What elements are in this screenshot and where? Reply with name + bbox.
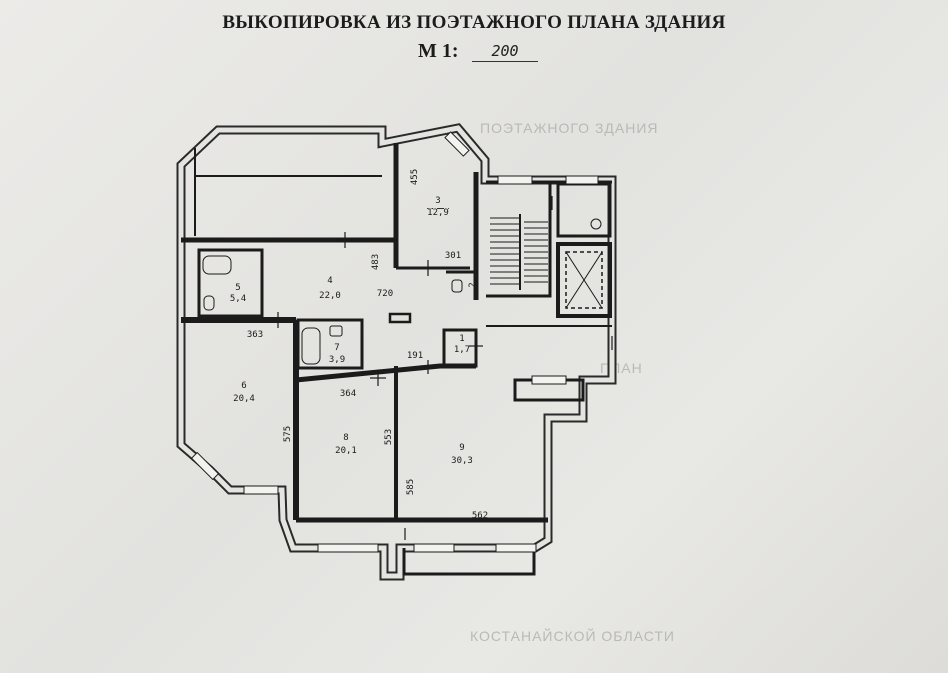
room-7-number: 7	[334, 343, 339, 353]
dimension-301: 301	[445, 251, 461, 261]
room-1-number: 1	[459, 334, 464, 344]
room-6-number: 6	[241, 381, 246, 391]
dimension-553: 553	[384, 429, 394, 445]
scale-label: М 1:	[418, 40, 459, 62]
room-3-area: 12,9	[427, 208, 449, 218]
room-6-area: 20,4	[233, 394, 255, 404]
dimension-483: 483	[371, 254, 381, 270]
dimension-575: 575	[283, 426, 293, 442]
room-1-area: 1,7	[454, 345, 470, 355]
wall	[197, 248, 264, 318]
dimension-562: 562	[472, 511, 488, 521]
room-9-number: 9	[459, 443, 464, 453]
room-3-number: 3	[435, 196, 440, 206]
bathtub	[202, 255, 232, 275]
background-watermark-text: КОСТАНАЙСКОЙ ОБЛАСТИ	[470, 628, 675, 644]
dimension-455: 455	[410, 169, 420, 185]
background-watermark-text: ПОЭТАЖНОГО ЗДАНИЯ	[480, 120, 659, 136]
room-7-area: 3,9	[329, 355, 345, 365]
wall	[486, 180, 552, 298]
toilet	[451, 279, 463, 293]
staircase	[490, 214, 548, 290]
room-8-area: 20,1	[335, 446, 357, 456]
room-2-number: 2	[468, 282, 478, 287]
room-5-number: 5	[235, 283, 240, 293]
drain	[590, 218, 602, 230]
wall	[446, 270, 478, 300]
scale-value: 200	[472, 42, 538, 62]
balcony	[402, 548, 536, 576]
document-title: ВЫКОПИРОВКА ИЗ ПОЭТАЖНОГО ПЛАНА ЗДАНИЯ	[222, 12, 726, 33]
wall	[442, 328, 478, 368]
bathtub	[301, 327, 321, 365]
room-5-area: 5,4	[230, 294, 246, 304]
room-9-area: 30,3	[451, 456, 473, 466]
elevator-shaft	[556, 242, 612, 318]
toilet	[203, 295, 215, 311]
dimension-363: 363	[247, 330, 263, 340]
dimension-585: 585	[406, 479, 416, 495]
room-4-area: 22,0	[319, 291, 341, 301]
dimension-720: 720	[377, 289, 393, 299]
dimension-191: 191	[407, 351, 423, 361]
column	[388, 312, 412, 324]
dimension-364: 364	[340, 389, 356, 399]
sink	[329, 325, 343, 337]
window	[190, 131, 599, 553]
room-4-number: 4	[327, 276, 332, 286]
room-8-number: 8	[343, 433, 348, 443]
